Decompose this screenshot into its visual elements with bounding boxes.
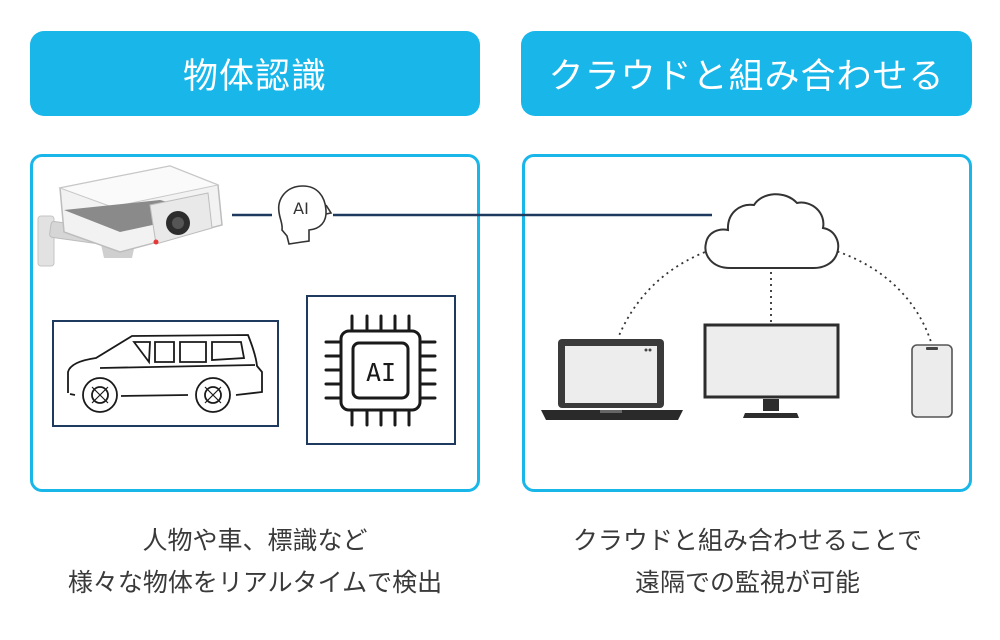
caption-line: 人物や車、標識など [142,526,368,555]
ai-head-icon: AI [277,185,333,245]
caption-line: 遠隔での監視が可能 [634,568,860,597]
network-connectors [617,247,933,346]
caption-line: クラウドと組み合わせることで [572,526,923,555]
security-camera-icon [37,165,223,267]
object-recognition-title: 物体認識 [182,57,327,97]
cloud-integration-title: クラウドと組み合わせる [548,57,945,97]
cloud-integration-header: クラウドと組み合わせる [521,31,972,116]
ai-chip-label: AI [366,358,396,387]
ai-chip-icon: AI [324,314,437,427]
cloud-integration-caption: クラウドと組み合わせることで 遠隔での監視が可能 [500,520,995,604]
ai-head-label: AI [293,199,309,218]
object-recognition-header: 物体認識 [30,31,480,116]
car-icon [67,334,263,413]
laptop-icon [541,339,683,420]
object-recognition-caption: 人物や車、標識など 様々な物体をリアルタイムで検出 [30,520,480,604]
monitor-icon [703,323,840,418]
cloud-icon [704,193,840,269]
smartphone-icon [911,344,953,418]
car-frame [52,320,279,427]
caption-line: 様々な物体をリアルタイムで検出 [67,568,443,597]
